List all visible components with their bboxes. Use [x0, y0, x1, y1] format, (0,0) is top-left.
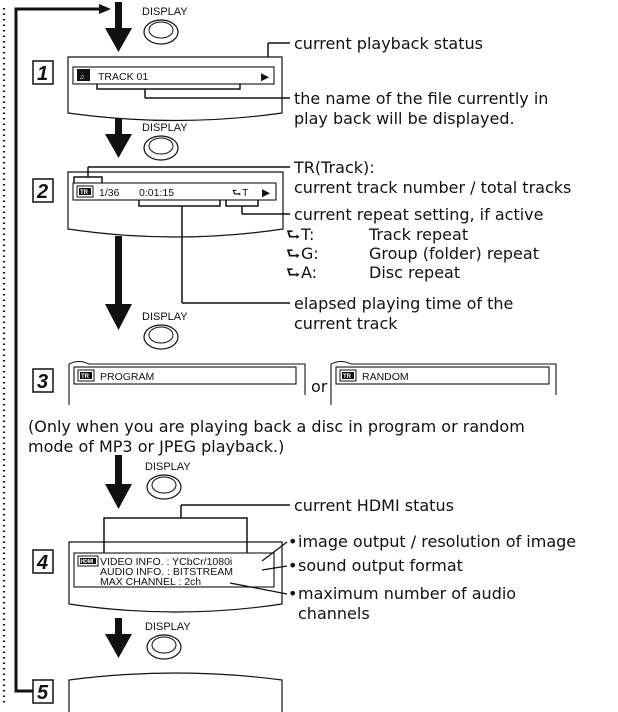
- screen-2-track-number: 1/36: [99, 187, 120, 199]
- flow-arrow-2-shaft: [115, 236, 122, 308]
- svg-text:T:: T:: [300, 225, 314, 244]
- annotation-elapsed-1: elapsed playing time of the: [294, 294, 513, 313]
- display-button-2: DISPLAY: [142, 122, 188, 161]
- svg-text:•: •: [288, 556, 297, 575]
- svg-text:DISPLAY: DISPLAY: [142, 122, 188, 134]
- screen-3-random: TR RANDOM: [330, 360, 557, 405]
- step-4-box: 4: [32, 549, 54, 574]
- note-line-1: (Only when you are playing back a disc i…: [28, 417, 525, 436]
- screen-5: [68, 672, 283, 712]
- max-channel-line: MAX CHANNEL : 2ch: [100, 576, 201, 588]
- flow-arrow-3-head: [105, 484, 132, 509]
- svg-text:•: •: [288, 584, 297, 603]
- annotation-file-name-1: the name of the file currently in: [294, 89, 548, 108]
- svg-text:5: 5: [37, 682, 49, 704]
- annotation-file-name-2: play back will be displayed.: [294, 109, 515, 128]
- step-2-box: 2: [32, 178, 54, 203]
- svg-text:DISPLAY: DISPLAY: [145, 621, 191, 633]
- repeat-t-desc: Track repeat: [368, 225, 468, 244]
- repeat-g-icon: ⮑: [286, 244, 300, 263]
- annotation-image-output: image output / resolution of image: [298, 532, 576, 551]
- step-5-box: 5: [32, 679, 54, 704]
- svg-text:TR: TR: [81, 374, 90, 380]
- svg-text:DISPLAY: DISPLAY: [145, 461, 191, 473]
- display-button-3: DISPLAY: [142, 311, 188, 350]
- repeat-icon: ⮑: [232, 187, 242, 199]
- flow-arrow-3-shaft: [115, 455, 122, 487]
- repeat-g-desc: Group (folder) repeat: [369, 244, 539, 263]
- play-status-icon: ▶: [261, 71, 270, 83]
- annotation-hdmi-status: current HDMI status: [294, 496, 454, 515]
- svg-text:DISPLAY: DISPLAY: [142, 6, 188, 18]
- random-label: RANDOM: [362, 371, 409, 383]
- svg-text:•: •: [288, 532, 297, 551]
- svg-text:TR: TR: [80, 190, 89, 196]
- annotation-repeat-setting: current repeat setting, if active: [294, 205, 543, 224]
- svg-text:A:: A:: [301, 263, 317, 282]
- repeat-a-desc: Disc repeat: [369, 263, 460, 282]
- annotation-max-channels-2: channels: [298, 604, 370, 623]
- annotation-sound-format: sound output format: [298, 556, 463, 575]
- flow-arrow-1-shaft: [115, 118, 122, 138]
- screen-2: TR 1/36 0:01:15 ⮑ T ▶: [67, 171, 284, 238]
- step-1-box: 1: [32, 60, 54, 85]
- annotation-elapsed-2: current track: [294, 314, 398, 333]
- step-3-box: 3: [32, 368, 54, 393]
- svg-text:♫: ♫: [79, 74, 84, 81]
- svg-text:3: 3: [37, 371, 48, 393]
- video-info-line: VIDEO INFO. : YCbCr/1080i: [100, 556, 232, 568]
- screen-3-program: TR PROGRAM: [68, 360, 306, 405]
- svg-text:1: 1: [37, 63, 48, 85]
- mp3-icon: [77, 69, 90, 81]
- return-loop-line: [14, 7, 100, 693]
- screen-1-file-name: TRACK 01: [98, 71, 148, 83]
- svg-text:TR: TR: [343, 374, 352, 380]
- flow-arrow-4-head: [105, 634, 132, 658]
- or-connector: or: [311, 377, 328, 396]
- program-label: PROGRAM: [100, 371, 154, 383]
- svg-text:G:: G:: [301, 244, 319, 263]
- screen-2-elapsed-time: 0:01:15: [139, 187, 174, 199]
- audio-info-line: AUDIO INFO. : BITSTREAM: [100, 566, 233, 578]
- repeat-a-icon: ⮑: [286, 263, 300, 282]
- repeat-t-icon: ⮑: [286, 225, 300, 244]
- svg-text:HDMI: HDMI: [81, 559, 94, 565]
- svg-text:DISPLAY: DISPLAY: [142, 311, 188, 323]
- flow-arrow-0-head: [105, 28, 132, 52]
- display-button-4: DISPLAY: [145, 461, 191, 500]
- annotation-playback-status: current playback status: [294, 34, 483, 53]
- display-button-5: DISPLAY: [145, 621, 191, 660]
- display-button-1: DISPLAY: [142, 6, 188, 45]
- screen-2-repeat-mode: T: [242, 187, 249, 199]
- screen-2-play-icon: ▶: [262, 187, 271, 199]
- flow-arrow-2-head: [105, 304, 132, 330]
- flow-arrow-1-head: [105, 134, 132, 158]
- annotation-tr-desc: current track number / total tracks: [294, 178, 571, 197]
- note-line-2: mode of MP3 or JPEG playback.): [28, 437, 284, 456]
- flow-arrow-4-shaft: [115, 618, 122, 638]
- svg-text:4: 4: [36, 552, 48, 574]
- screen-4: HDMI VIDEO INFO. : YCbCr/1080i AUDIO INF…: [68, 541, 283, 613]
- svg-text:2: 2: [36, 181, 48, 203]
- return-loop-arrowhead: [99, 4, 111, 14]
- flow-arrow-0-shaft: [115, 2, 122, 32]
- annotation-tr-title: TR(Track):: [293, 158, 375, 177]
- annotation-max-channels-1: maximum number of audio: [298, 584, 516, 603]
